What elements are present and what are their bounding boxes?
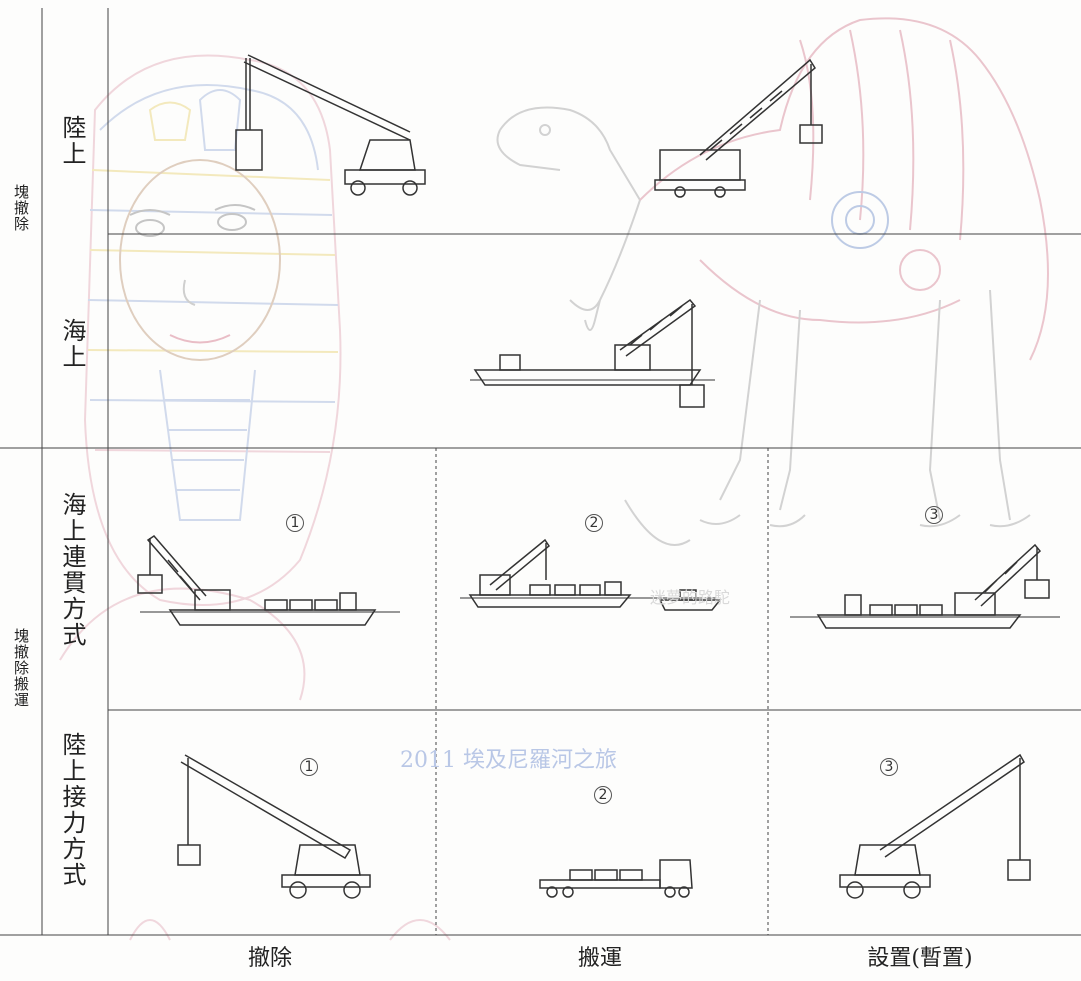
faint-caption: 迷夢的路駝 [650,588,731,607]
step-number-3-land: 3 [880,758,898,776]
row-label-sea: 海上 [58,318,86,370]
step-number-1: 1 [286,514,304,532]
row-label-sea-continuous: 海上連貫方式 [58,492,86,648]
land-crane-removal-left [235,54,426,196]
group-label-top: 塊撤除 [12,184,30,232]
sea-continuous-step2 [460,538,722,611]
step-number-2: 2 [585,514,603,532]
step-number-2-land: 2 [594,786,612,804]
land-crane-removal-right [654,58,823,198]
sea-continuous-step1 [137,535,400,626]
table-grid [0,8,1081,936]
pharaoh-sketch [59,54,451,941]
land-relay-step3 [839,753,1031,899]
step-number-3: 3 [925,506,943,524]
sea-continuous-step3 [790,543,1060,629]
land-relay-step1 [177,754,371,899]
group-label-bottom: 塊撤除搬運 [12,628,30,708]
column-header-transport: 搬運 [577,946,622,971]
row-label-land-relay: 陸上接力方式 [58,732,86,888]
watermark-text: 2011 埃及尼羅河之旅 [400,748,617,773]
row-label-land: 陸上 [58,115,86,167]
step-number-1-land: 1 [300,758,318,776]
sea-crane-barge [470,298,715,408]
camel-sketch [496,17,1049,546]
land-relay-step2-truck [539,859,693,898]
column-header-remove: 撤除 [247,946,292,971]
column-header-install: 設置(暫置) [867,946,973,971]
